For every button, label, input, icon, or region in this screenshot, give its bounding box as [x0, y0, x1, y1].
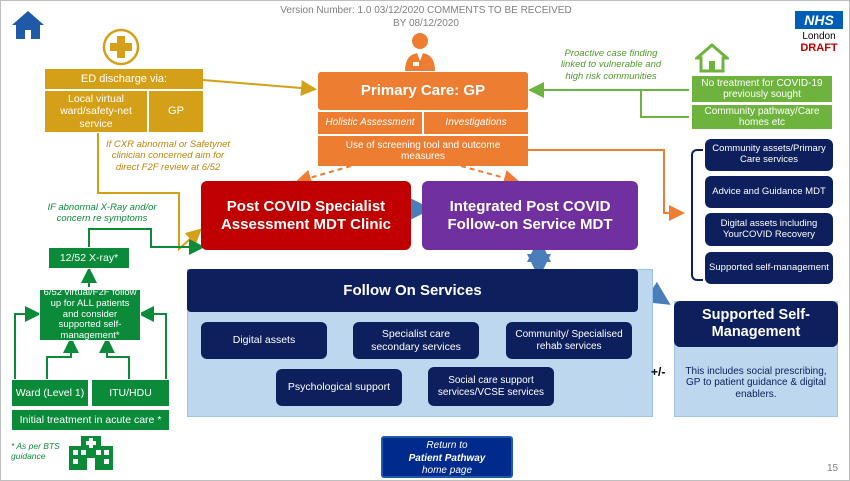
first-aid-icon — [102, 28, 140, 66]
self-management-body: This includes social prescribing, GP to … — [685, 365, 827, 400]
gp-to-integrated-dashed — [460, 165, 520, 186]
nhs-logo: NHS London DRAFT — [795, 11, 843, 54]
return-to-pathway-button[interactable]: Return to Patient Pathway home page — [381, 436, 513, 478]
ed-gp-box: GP — [149, 91, 203, 132]
local-virtual-ward-box: Local virtual ward/safety-net service — [45, 91, 147, 132]
ed-discharge-title: ED discharge via: — [45, 69, 203, 89]
services-bracket — [691, 149, 703, 281]
proactive-note: Proactive case finding linked to vulnera… — [560, 48, 662, 82]
nhs-logo-badge: NHS — [795, 11, 843, 29]
community-pathway-box: Community pathway/Care homes etc — [692, 105, 832, 129]
no-treatment-box: No treatment for COVID-19 previously sou… — [692, 76, 832, 102]
screening-tool-box: Use of screening tool and outcome measur… — [318, 136, 528, 166]
nhs-region: London — [802, 31, 836, 42]
ward-up-connector — [46, 337, 79, 379]
follow-on-item-rehab: Community/ Specialised rehab services — [506, 322, 632, 359]
follow-on-item-social-care: Social care support services/VCSE servic… — [428, 367, 554, 406]
xray-to-specialist-connector — [88, 228, 205, 255]
followup-box: 6/52 virtual/F2F follow up for ALL patie… — [39, 287, 141, 341]
follow-on-item-specialist: Specialist care secondary services — [353, 322, 479, 359]
cxr-note: If CXR abnormal or Safetynet clinician c… — [105, 139, 231, 173]
right-list-item-digital: Digital assets including YourCOVID Recov… — [705, 213, 833, 246]
ward-box: Ward (Level 1) — [11, 379, 89, 407]
ward-to-followup-connector — [14, 306, 41, 379]
itu-to-followup-connector — [138, 306, 167, 379]
gp-to-services-connector — [528, 149, 685, 221]
return-line-1: Return to — [426, 440, 468, 451]
self-management-title: Supported Self-Management — [674, 301, 838, 347]
xray-12-box: 12/52 X-ray* — [48, 247, 130, 269]
right-list-item-advice: Advice and Guidance MDT — [705, 176, 833, 208]
itu-up-connector — [99, 337, 130, 379]
initial-treatment-box: Initial treatment in acute care * — [11, 409, 170, 431]
follow-on-title: Follow On Services — [187, 269, 638, 312]
plus-minus-label: +/- — [651, 365, 666, 379]
return-line-2: Patient Pathway — [408, 452, 486, 464]
version-line-2: BY 08/12/2020 — [393, 17, 459, 29]
return-line-3: home page — [421, 465, 473, 476]
house-icon — [692, 43, 732, 73]
primary-care-title: Primary Care: GP — [318, 72, 528, 110]
follow-on-item-digital: Digital assets — [201, 322, 327, 359]
draft-label: DRAFT — [800, 42, 838, 54]
hospital-icon — [67, 432, 115, 472]
ed-to-gp-connector — [202, 79, 317, 96]
follow-on-item-psychological: Psychological support — [276, 369, 402, 406]
gp-to-specialist-dashed — [295, 165, 352, 186]
version-line: Version Number: 1.0 03/12/2020 COMMENTS … — [261, 5, 591, 30]
page-number: 15 — [827, 463, 839, 474]
right-list-item-self-management: Supported self-management — [705, 252, 833, 284]
pathway-to-gp-connector — [640, 90, 689, 118]
holistic-assessment-box: Holistic Assessment — [318, 112, 422, 134]
investigations-box: Investigations — [424, 112, 528, 134]
version-line-1: Version Number: 1.0 03/12/2020 COMMENTS … — [280, 5, 572, 16]
integrated-mdt-box: Integrated Post COVID Follow-on Service … — [422, 181, 638, 250]
bts-note: * As per BTS guidance — [11, 441, 60, 462]
specialist-mdt-box: Post COVID Specialist Assessment MDT Cli… — [201, 181, 411, 250]
ed-to-specialist-connector — [97, 133, 202, 252]
home-icon[interactable] — [10, 9, 46, 41]
itu-box: ITU/HDU — [91, 379, 170, 407]
xray-concern-note: IF abnormal X-Ray and/or concern re symp… — [47, 202, 157, 225]
right-list-item-community: Community assets/Primary Care services — [705, 139, 833, 171]
doctor-icon — [402, 31, 438, 71]
